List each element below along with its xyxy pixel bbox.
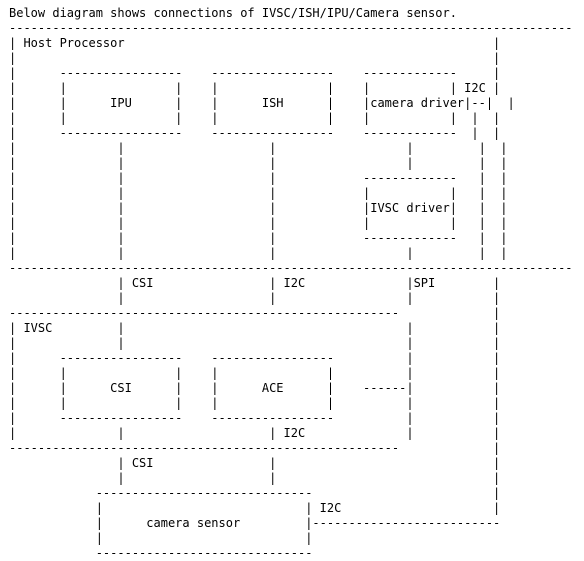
ivsc-connection-diagram: Below diagram shows connections of IVSC/… [9, 6, 573, 560]
